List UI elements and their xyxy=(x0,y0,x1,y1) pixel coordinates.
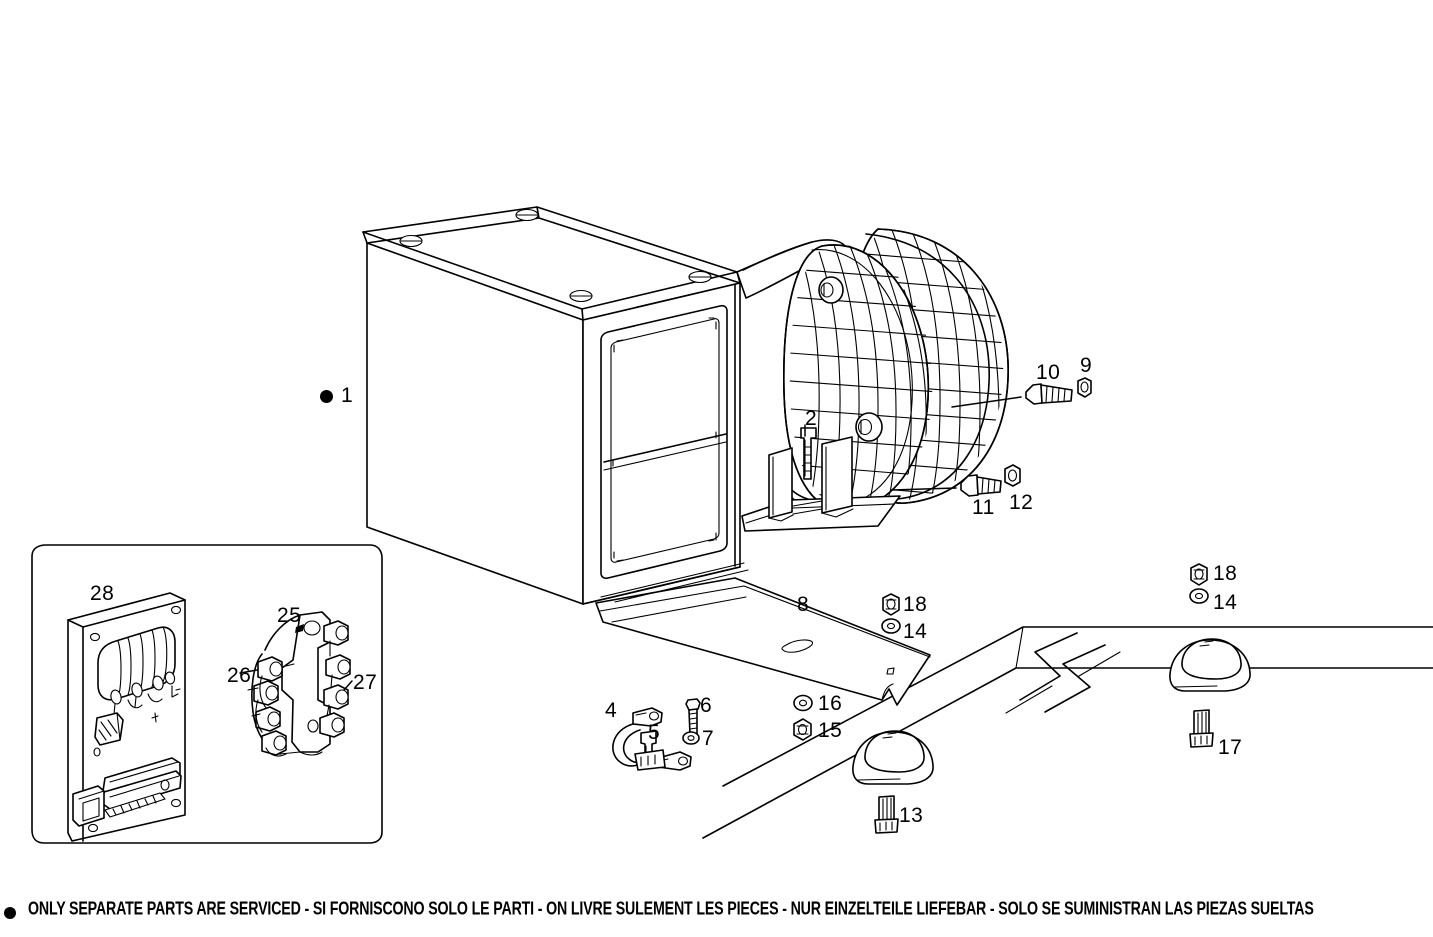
base-frame-rail xyxy=(702,626,1433,839)
callout-14a: 14 xyxy=(903,620,928,643)
callout-25: 25 xyxy=(277,604,302,627)
callout-26: 26 xyxy=(227,664,252,687)
callout-18a: 18 xyxy=(903,593,928,616)
callout-16: 16 xyxy=(818,692,843,715)
fastener-9-nut xyxy=(1077,377,1092,398)
terminal-box-enclosure-part1 xyxy=(362,206,749,605)
callout-15: 15 xyxy=(818,719,843,742)
leader-11 xyxy=(891,487,957,491)
alternator-bosses xyxy=(818,276,883,442)
callout-8: 8 xyxy=(797,593,810,616)
alternator-housing xyxy=(783,228,1009,519)
mounting-rail-part8 xyxy=(595,577,931,706)
washer-part7 xyxy=(682,731,700,745)
leader-27 xyxy=(343,680,353,691)
fastener-12-nut xyxy=(1004,464,1021,487)
leader-26 xyxy=(239,669,258,674)
fastener-18b-nut xyxy=(1190,563,1208,586)
callout-2: 2 xyxy=(805,407,818,430)
stud-part5 xyxy=(634,730,666,771)
callout-1-bullet xyxy=(320,390,333,403)
footer-note-text: ONLY SEPARATE PARTS ARE SERVICED - SI FO… xyxy=(28,899,1314,920)
callout-12: 12 xyxy=(1009,491,1034,514)
callout-6: 6 xyxy=(700,694,713,717)
diode-part27-group xyxy=(319,620,351,738)
bolt-part17 xyxy=(1189,709,1214,748)
leader-10 xyxy=(951,396,1022,408)
callout-14b: 14 xyxy=(1213,591,1238,614)
bolt-part2 xyxy=(800,427,817,480)
rectifier-bridge-part25 xyxy=(247,611,351,757)
callout-1: 1 xyxy=(341,384,354,407)
enclosure-top-bolts xyxy=(399,208,712,303)
generator-base-feet xyxy=(741,427,901,532)
fastener-10-bolt xyxy=(1025,383,1073,405)
fastener-15-nut xyxy=(793,718,812,741)
callout-5: 5 xyxy=(648,721,661,744)
bolt-part13 xyxy=(874,795,899,834)
voltage-regulator-board-part28 xyxy=(67,592,186,842)
callout-28: 28 xyxy=(90,582,115,605)
fastener-11-bolt xyxy=(960,474,1002,497)
callout-27: 27 xyxy=(353,671,378,694)
callout-13: 13 xyxy=(899,804,924,827)
callout-9: 9 xyxy=(1080,354,1093,377)
fastener-14a-washer xyxy=(881,618,901,634)
fastener-16-washer xyxy=(793,694,813,712)
fastener-14b-washer xyxy=(1189,588,1209,604)
callout-7: 7 xyxy=(702,727,715,750)
vibration-mount-rear xyxy=(1169,638,1251,692)
callout-18b: 18 xyxy=(1213,562,1238,585)
footer-note: ONLY SEPARATE PARTS ARE SERVICED - SI FO… xyxy=(0,897,1433,931)
fastener-18a-nut xyxy=(882,593,900,616)
footer-bullet-icon xyxy=(4,907,16,919)
diode-part26-group xyxy=(247,656,287,757)
callout-10: 10 xyxy=(1036,361,1061,384)
callout-11: 11 xyxy=(972,496,995,519)
callout-17: 17 xyxy=(1218,736,1243,759)
detail-inset-panel xyxy=(31,544,383,844)
screw-part6 xyxy=(685,698,701,736)
vibration-mount-front xyxy=(852,730,934,785)
callout-4: 4 xyxy=(605,699,618,722)
